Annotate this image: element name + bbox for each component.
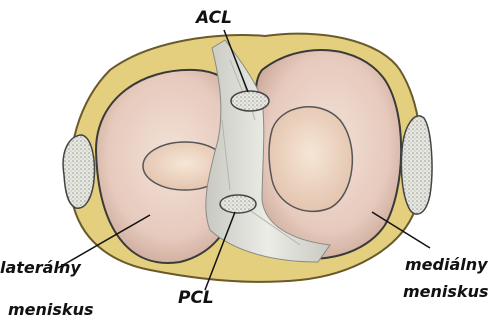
pcl-stump: [220, 195, 256, 213]
pcl-label: PCL: [178, 288, 214, 308]
acl-label: ACL: [196, 8, 232, 28]
medial-meniscus-label-line2: meniskus: [403, 282, 488, 301]
lateral-meniscus-label-line2: meniskus: [8, 300, 93, 319]
lateral-meniscus-label-line1: laterálny: [0, 258, 81, 277]
lateral-collateral-stump: [63, 135, 94, 208]
medial-collateral-stump: [401, 116, 432, 214]
acl-stump: [231, 91, 269, 111]
medial-plateau-cartilage: [269, 107, 352, 212]
medial-meniscus-label-line1: mediálny: [405, 255, 488, 274]
